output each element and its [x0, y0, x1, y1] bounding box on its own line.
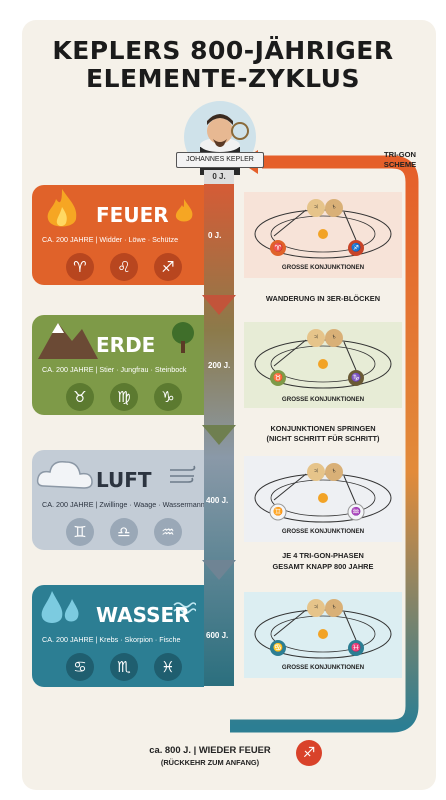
conj-label-luft: GROSSE KONJUNKTIONEN	[281, 528, 365, 535]
sign-steinbock-icon: ♑	[154, 383, 182, 411]
band-sub-erde: CA. 200 JAHRE | Stier · Jungfrau · Stein…	[42, 365, 187, 374]
panel-sign-2-wasser: ♓	[351, 643, 361, 652]
note-phasen-2: GESAMT KNAPP 800 JAHRE	[272, 562, 374, 571]
small-flame-icon	[175, 199, 193, 222]
sign-widder-icon: ♈	[66, 253, 94, 281]
note-springen-1: KONJUNKTIONEN SPRINGEN	[270, 424, 376, 433]
wind-icon	[170, 465, 196, 483]
sign-krebs-icon: ♋	[66, 653, 94, 681]
footer-line-2: (RÜCKKEHR ZUM ANFANG)	[160, 758, 260, 767]
band-name-erde: ERDE	[96, 333, 156, 357]
band-erde: ERDE CA. 200 JAHRE | Stier · Jungfrau · …	[32, 315, 204, 415]
band-sub-luft: CA. 200 JAHRE | Zwillinge · Waage · Wass…	[42, 500, 204, 509]
orbit-panel-erde: ♃ ♄ ♉ ♑ GROSSE KONJUNKTIONEN	[244, 322, 402, 408]
band-name-wasser: WASSER	[96, 603, 190, 627]
footer-line-1: ca. 800 J. | WIEDER FEUER	[149, 744, 271, 755]
sign-stier-icon: ♉	[66, 383, 94, 411]
scheme-label-2: SCHEME	[383, 160, 417, 169]
note-springen-2: (NICHT SCHRITT FÜR SCHRITT)	[266, 434, 380, 443]
sign-skorpion-icon: ♏	[110, 653, 138, 681]
age-wasser: 600 J.	[206, 631, 229, 640]
band-wasser: WASSER CA. 200 JAHRE | Krebs · Skorpion …	[32, 585, 204, 687]
panel-sign-1-erde: ♉	[273, 373, 283, 382]
sign-waage-icon: ♎	[110, 518, 138, 546]
sign-loewe-icon: ♌	[110, 253, 138, 281]
saturn-icon: ♄	[331, 332, 337, 341]
saturn-icon: ♄	[331, 602, 337, 611]
band-name-luft: LUFT	[96, 468, 152, 492]
age-erde: 200 J.	[208, 361, 231, 370]
jupiter-icon: ♃	[313, 332, 319, 341]
kepler-name-label: JOHANNES KEPLER	[176, 152, 264, 168]
start-label: 0 J.	[204, 170, 234, 184]
panel-sign-2-erde: ♑	[351, 373, 361, 382]
conj-label-erde: GROSSE KONJUNKTIONEN	[281, 396, 365, 403]
sign-jungfrau-icon: ♍	[110, 383, 138, 411]
title-line-1: KEPLERS 800-JÄHRIGER	[52, 36, 394, 65]
panel-sign-1-luft: ♊	[273, 507, 283, 516]
footer-sagittarius-icon: ♐	[296, 740, 322, 766]
conj-label-feuer: GROSSE KONJUNKTIONEN	[281, 264, 365, 271]
note-phasen-1: JE 4 TRI-GON-PHASEN	[282, 551, 364, 560]
note-wanderung: WANDERUNG IN 3ER-BLÖCKEN	[265, 294, 381, 303]
jupiter-icon: ♃	[313, 466, 319, 475]
saturn-icon: ♄	[331, 466, 337, 475]
cloud-icon	[36, 460, 93, 489]
band-sub-wasser: CA. 200 JAHRE | Krebs · Skorpion · Fisch…	[42, 635, 181, 644]
band-luft: LUFT CA. 200 JAHRE | Zwillinge · Waage ·…	[32, 450, 204, 550]
age-feuer: 0 J.	[208, 231, 222, 240]
band-name-feuer: FEUER	[96, 203, 169, 227]
jupiter-icon: ♃	[313, 202, 319, 211]
sign-zwillinge-icon: ♊	[66, 518, 94, 546]
sign-schuetze-icon: ♐	[154, 253, 182, 281]
panel-sign-2-luft: ♒	[351, 507, 361, 516]
panel-sign-1-wasser: ♋	[273, 643, 283, 652]
orbit-panel-luft: ♃ ♄ ♊ ♒ GROSSE KONJUNKTIONEN	[244, 456, 402, 542]
saturn-icon: ♄	[331, 202, 337, 211]
mountain-icon	[38, 323, 98, 359]
sign-wassermann-icon: ♒	[154, 518, 182, 546]
waves-icon	[173, 602, 196, 614]
panel-sign-1-feuer: ♈	[273, 243, 283, 252]
flame-icon	[47, 189, 77, 227]
orbit-panel-feuer: ♃ ♄ ♈ ♐ GROSSE KONJUNKTIONEN	[244, 192, 402, 278]
title-line-2: ELEMENTE-ZYKLUS	[86, 64, 360, 93]
age-luft: 400 J.	[206, 496, 229, 505]
band-feuer: FEUER CA. 200 JAHRE | Widder · Löwe · Sc…	[32, 185, 204, 285]
orbit-panel-wasser: ♃ ♄ ♋ ♓ GROSSE KONJUNKTIONEN	[244, 592, 402, 678]
conj-label-wasser: GROSSE KONJUNKTIONEN	[281, 664, 365, 671]
sign-fische-icon: ♓	[154, 653, 182, 681]
water-drop-icon	[41, 591, 79, 623]
scheme-label-1: TRI-GON	[383, 150, 417, 159]
band-sub-feuer: CA. 200 JAHRE | Widder · Löwe · Schütze	[42, 235, 179, 244]
jupiter-icon: ♃	[313, 602, 319, 611]
panel-sign-2-feuer: ♐	[351, 243, 361, 252]
tree-icon	[172, 322, 194, 353]
